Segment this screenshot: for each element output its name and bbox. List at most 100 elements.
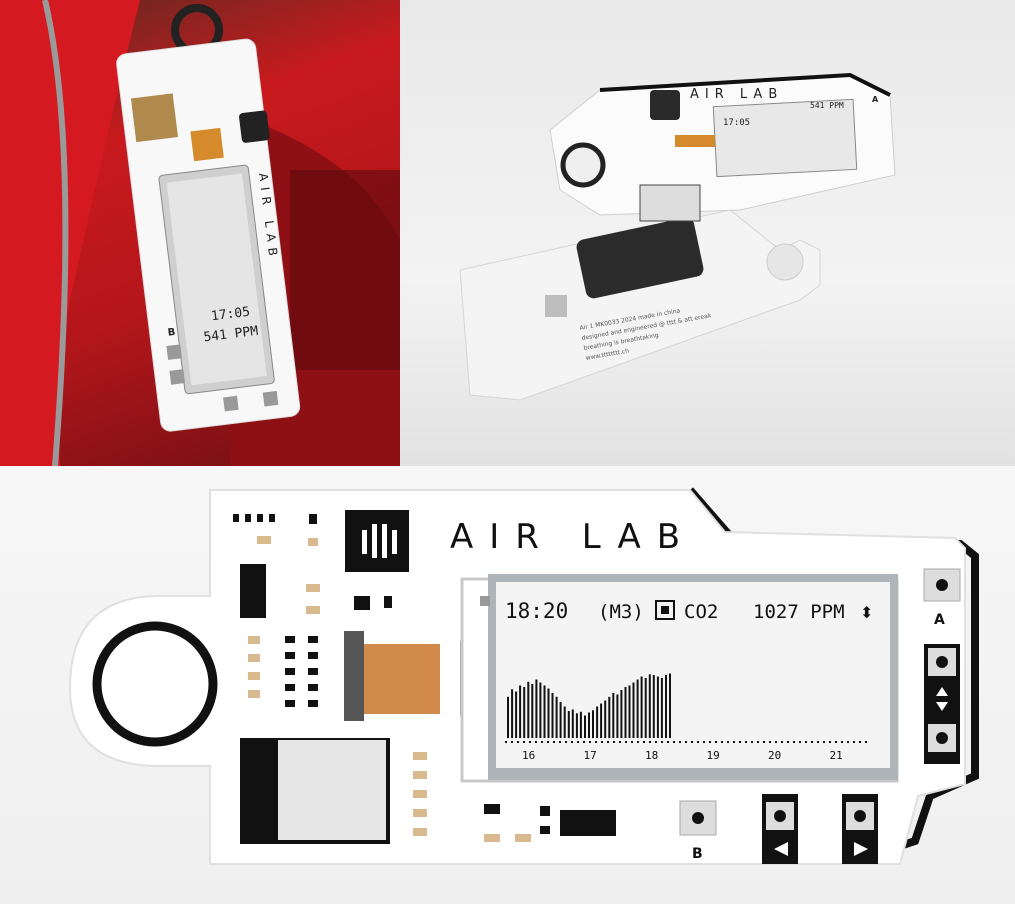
flex-connector [344,631,364,721]
front-board-edge [599,72,891,97]
smd-column [285,636,616,836]
chart-bar [575,713,578,739]
chart-bar [531,684,534,738]
backpack-co2: 541 PPM [203,324,259,346]
back-ring-hole [766,243,804,281]
button-right [262,390,279,407]
chart-bar [507,696,509,739]
smd-components-top [233,514,392,618]
render-brand: AIR LAB [450,517,696,557]
button-down-dot-icon [936,732,948,744]
arrow-up-icon [936,687,948,696]
chart-bar [648,674,651,739]
screen-value: 1027 PPM [753,601,845,623]
chart-bar [592,710,594,739]
chart-bar [652,675,655,738]
sensor-cube [239,110,270,143]
back-board [459,209,821,401]
esp-module-can [278,740,386,840]
exploded-photo-svg: Air 1 MK0033 2024 made in china designed… [459,72,896,401]
battery [576,217,704,299]
chart-bar [620,690,623,738]
flex-cable [190,127,224,162]
chart-bar [612,693,615,738]
button-b-label: B [692,846,703,862]
chart-bar [539,682,542,738]
chart-bar [535,679,538,738]
esp-module [130,93,178,143]
arrow-right-icon [854,842,868,856]
chart-tick-label: 20 [768,749,781,762]
chart-bar [563,706,566,738]
chart-bar [511,689,514,739]
exploded-time: 17:05 [723,118,750,128]
esp-module-exploded [639,184,701,222]
chart-bar [555,696,558,739]
arrow-left-icon [774,842,788,856]
chart-bar [571,709,574,738]
chart-bar [600,703,603,738]
photo-backpack: 17:05 541 PPM AIR LAB B [0,0,400,466]
screen-metric: CO2 [684,601,718,623]
chart-bar [624,687,627,738]
sensor-logo-bars [362,524,397,558]
chart-bar [547,688,550,738]
exploded-brand: AIR LAB [690,87,783,102]
exploded-screen [712,98,858,178]
lanyard-ring-icon [92,621,218,747]
chart-tick-label: 16 [522,749,535,762]
chart-tick-label: 17 [584,749,597,762]
chart-bar [584,715,586,738]
co2-chart-bars [507,673,671,739]
chart-bar [636,679,639,738]
button-up-dot-icon [936,656,948,668]
screen-display [496,582,890,768]
button-a-label: A [934,612,945,628]
exploded-button-a-label: A [872,95,879,104]
backpack-time: 17:05 [210,305,251,325]
screen-indicator-fill [661,606,669,614]
chart-bar [523,687,526,738]
chart-bar [669,673,671,738]
exploded-co2: 541 PPM [810,101,844,110]
screen-indicator-icon [655,600,675,620]
flex-cable-render [364,644,440,714]
chart-bar [515,691,518,738]
button-left [223,395,239,412]
backpack-photo-svg: 17:05 541 PPM AIR LAB B [0,0,400,466]
button-up [169,369,186,385]
smd-passives [248,536,531,842]
chart-bar [519,685,522,738]
button-b-dot-icon [692,812,704,824]
chart-tick-label: 21 [830,749,843,762]
screen-marker [480,596,490,606]
screen-mode: (M3) [598,601,644,623]
chart-bar [604,700,607,738]
mesh-pocket [290,170,400,370]
chart-bar [644,678,647,738]
chart-bar [588,712,590,738]
chart-tick-label: 19 [707,749,720,762]
chart-bar [543,685,546,738]
chart-bar [608,696,611,739]
chart-bar [665,675,667,738]
button-right-dot-icon [854,810,866,822]
sensor-cube-exploded [650,90,680,120]
chart-bar [551,693,554,738]
chart-bar [559,702,562,738]
chart-bar [567,711,570,738]
button-left-dot-icon [774,810,786,822]
screen-scroll-icon: ⬍ [860,603,873,622]
chart-bar [616,694,619,738]
arrow-down-icon [936,702,948,711]
front-ring-hole [560,142,606,188]
backpack-button-b-label: B [167,327,176,339]
chart-bar [527,681,530,739]
chart-bar [632,682,635,738]
button-b [166,344,182,360]
photo-exploded: Air 1 MK0033 2024 made in china designed… [400,0,1015,466]
chart-bar [579,711,582,739]
